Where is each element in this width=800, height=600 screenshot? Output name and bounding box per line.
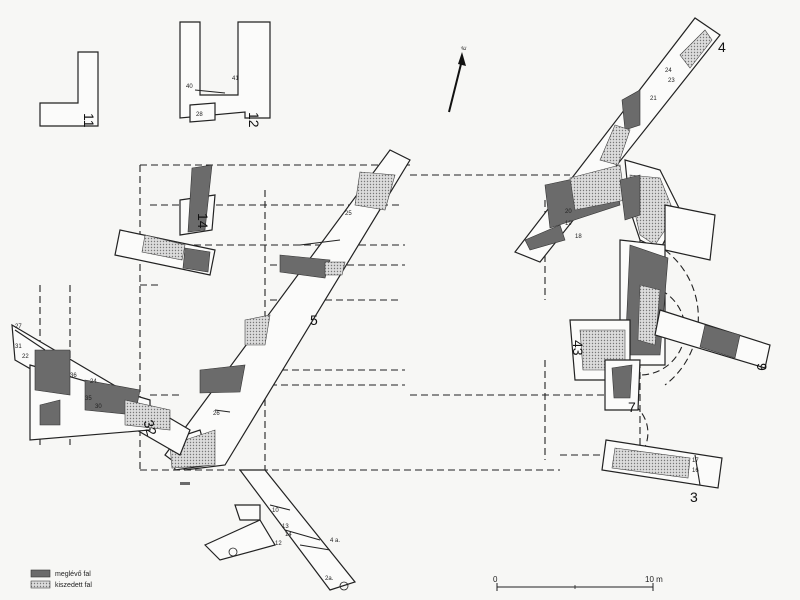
north-arrow: É [448, 45, 469, 113]
svg-text:22: 22 [22, 354, 29, 360]
svg-text:26: 26 [213, 411, 220, 417]
svg-text:18: 18 [575, 234, 582, 240]
trench-32: 27 31 22 36 24 35 30 32 [11, 323, 191, 456]
svg-text:36: 36 [70, 373, 77, 379]
svg-text:4 a.: 4 a. [330, 538, 340, 544]
legend-existing-swatch [30, 569, 51, 578]
svg-text:30: 30 [95, 404, 102, 410]
trench-12: 40 41 28 12 [179, 21, 271, 128]
trench-7-label: 7 [628, 399, 636, 415]
svg-text:10: 10 [272, 508, 279, 514]
apse-trenches: 43 9 7 [569, 159, 771, 415]
trench-3-label: 3 [690, 489, 698, 505]
svg-text:28: 28 [196, 112, 203, 118]
scale-end-label: 10 m [645, 575, 663, 584]
svg-text:24: 24 [90, 379, 97, 385]
trench-5-label: 5 [310, 312, 318, 328]
trench-12-label: 12 [246, 112, 262, 128]
legend-removed-label: kiszedett fal [55, 582, 92, 589]
trench-14-label: 14 [195, 213, 211, 229]
legend: meglévő fal kiszedett fal [30, 569, 92, 589]
svg-text:31: 31 [15, 344, 22, 350]
trench-9-label: 9 [754, 363, 770, 371]
scale-bar: 0 10 m [493, 575, 663, 591]
svg-text:25: 25 [345, 211, 352, 217]
svg-text:27: 27 [15, 324, 22, 330]
svg-text:12: 12 [275, 541, 282, 547]
trench-14: 14 [114, 164, 216, 276]
svg-text:40: 40 [186, 84, 193, 90]
trench-43-label: 43 [570, 340, 586, 356]
trench-5: 25 26 5 [164, 149, 411, 471]
svg-text:24: 24 [665, 68, 672, 74]
svg-text:41: 41 [232, 76, 239, 82]
svg-text:35: 35 [85, 396, 92, 402]
north-label: É [461, 45, 469, 50]
trench-4-label: 4 [718, 39, 726, 55]
trench-32-label: 32 [140, 418, 160, 437]
trench-11: 11 [39, 51, 99, 128]
trench-bottom: 10 13 14 12 4 a. 2a. [180, 469, 357, 591]
svg-text:2a.: 2a. [325, 576, 334, 582]
svg-text:21: 21 [650, 96, 657, 102]
svg-text:20: 20 [565, 209, 572, 215]
scale-start-label: 0 [493, 575, 498, 584]
trench-3: 17 16 3 [601, 439, 723, 505]
svg-text:17: 17 [692, 458, 699, 464]
svg-text:19: 19 [565, 221, 572, 227]
svg-text:14: 14 [285, 532, 292, 538]
svg-text:16: 16 [692, 468, 699, 474]
legend-removed-swatch [30, 580, 51, 589]
legend-existing-label: meglévő fal [55, 571, 91, 578]
svg-text:23: 23 [668, 78, 675, 84]
trench-11-label: 11 [81, 113, 97, 128]
svg-text:13: 13 [282, 524, 289, 530]
trench-4: 24 23 21 20 19 18 4 [514, 17, 726, 263]
